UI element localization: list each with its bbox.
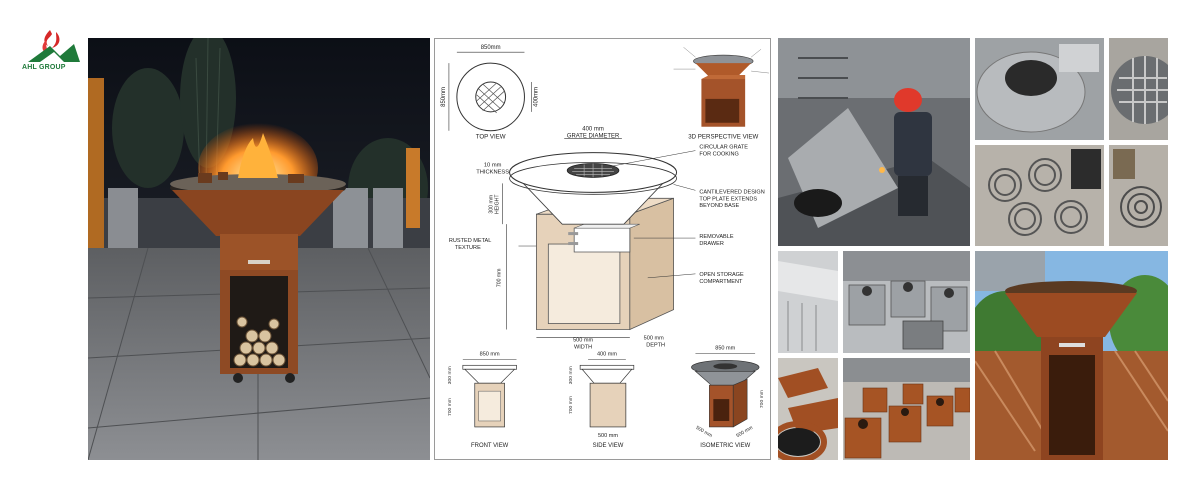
top-view: 850mm 850mm 400mm TOP VIEW — [441, 45, 539, 140]
photo-grate-detail — [1109, 38, 1168, 140]
side-view-dim-lower: 700 mm — [568, 396, 574, 414]
iso-view-dim-right: 500 mm — [735, 425, 754, 439]
photo-finished-grill-outdoor — [975, 251, 1168, 460]
perspective-view: 3D PERSPECTIVE VIEW — [673, 47, 770, 141]
base-height-dim: 700 mm — [497, 269, 503, 288]
top-view-dim-inner: 400mm — [533, 87, 539, 107]
callout-cantilevered-3: BEYOND BASE — [699, 203, 739, 209]
grate-label: GRATE DIAMETER — [567, 134, 620, 140]
callout-rusted-1: RUSTED METAL — [449, 238, 491, 244]
callout-drawer-2: DRAWER — [699, 241, 723, 247]
iso-view-dim-height: 700 mm — [759, 390, 765, 408]
thickness-dim: 10 mm — [484, 162, 502, 168]
photo-sheet-bending — [778, 251, 838, 353]
front-view-label: FRONT VIEW — [471, 443, 509, 449]
callout-drawer-1: REMOVABLE — [699, 234, 733, 240]
height-dim: 300 mm — [489, 195, 495, 214]
photo-coil-detail — [1109, 145, 1168, 246]
brand-name: AHL GROUP — [22, 64, 66, 71]
callout-storage-2: COMPARTMENT — [699, 279, 743, 285]
photo-steel-bases — [843, 251, 970, 353]
callout-cantilevered-2: TOP PLATE EXTENDS — [699, 196, 757, 202]
depth-label: DEPTH — [646, 342, 665, 348]
depth-dim: 500 mm — [644, 335, 664, 341]
side-view-dim-upper: 300 mm — [568, 366, 574, 384]
side-view-dim-bottom: 500 mm — [598, 433, 618, 439]
callout-storage-1: OPEN STORAGE — [699, 272, 744, 278]
iso-view-dim-top: 850 mm — [715, 345, 735, 351]
top-view-label: TOP VIEW — [476, 134, 506, 141]
front-view: 850 mm 300 mm 700 mm FRONT VIEW — [447, 351, 517, 449]
ahl-group-logo — [28, 30, 80, 62]
front-view-dim-upper: 300 mm — [447, 366, 453, 384]
thickness-label: THICKNESS — [476, 169, 509, 175]
iso-view-label: ISOMETRIC VIEW — [700, 443, 750, 449]
callout-cantilevered-1: CANTILEVERED DESIGN — [699, 189, 764, 195]
height-label: HEIGHT — [495, 194, 501, 214]
product-photo-night — [88, 38, 430, 460]
photo-rusted-cones — [778, 358, 838, 460]
callout-circular-grate-1: CIRCULAR GRATE — [699, 145, 748, 151]
width-dim: 500 mm — [573, 337, 593, 343]
photo-welding-worker — [778, 38, 970, 246]
side-view: 400 mm 300 mm 700 mm 500 mm SIDE VIEW — [568, 351, 635, 449]
main-view: 400 mm GRATE DIAMETER 10 mm THICKNESS 30… — [449, 127, 765, 351]
perspective-label: 3D PERSPECTIVE VIEW — [688, 134, 758, 141]
top-view-dim-width: 850mm — [481, 45, 501, 51]
grate-dim: 400 mm — [582, 127, 604, 133]
callout-circular-grate-2: FOR COOKING — [699, 152, 738, 158]
width-label: WIDTH — [574, 344, 592, 350]
top-view-dim-height: 850mm — [441, 87, 447, 107]
front-view-dim-top: 850 mm — [480, 351, 500, 357]
technical-drawing: 850mm 850mm 400mm TOP VIEW 3D PERSPECTIV… — [434, 38, 771, 460]
photo-rusted-bases-rows — [843, 358, 970, 460]
photo-cut-plates — [975, 38, 1104, 140]
side-view-dim-top: 400 mm — [597, 351, 617, 357]
front-view-dim-lower: 700 mm — [447, 398, 453, 416]
isometric-view: 850 mm 700 mm 500 mm 500 mm ISOMETRIC VI… — [691, 345, 765, 449]
photo-coiled-rods — [975, 145, 1104, 246]
side-view-label: SIDE VIEW — [593, 443, 624, 449]
callout-rusted-2: TEXTURE — [455, 245, 481, 251]
